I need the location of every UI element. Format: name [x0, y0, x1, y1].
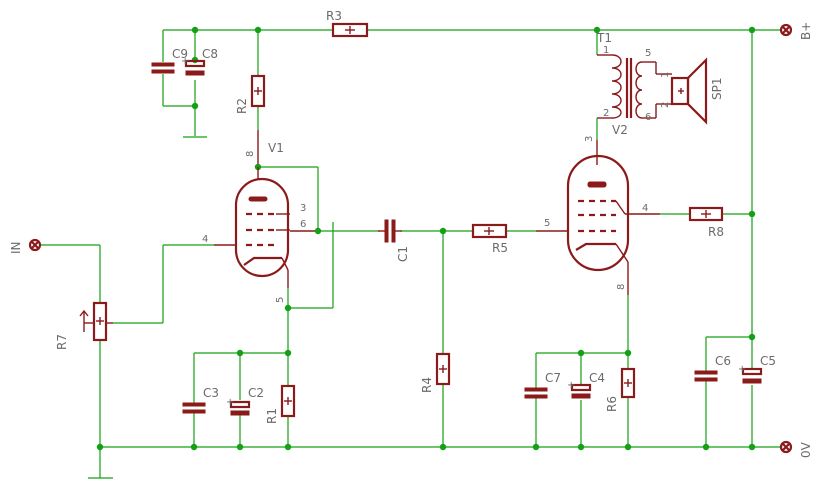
pin-v1-8: 8	[245, 151, 256, 157]
label-r3: R3	[326, 9, 342, 23]
resistor-r6[interactable]	[620, 367, 636, 399]
connector-bplus[interactable]	[779, 23, 793, 37]
connector-in[interactable]	[28, 238, 42, 252]
pin-v1-6: 6	[300, 219, 306, 230]
tube-v1[interactable]	[234, 167, 290, 278]
pin-v1-5: 5	[275, 297, 286, 303]
pin-t1-6: 6	[645, 112, 651, 123]
pin-t1-5: 5	[645, 48, 651, 59]
capacitor-c1[interactable]	[378, 219, 402, 243]
pin-t1-2: 2	[603, 108, 609, 119]
pin-numbers: 8 3 6 4 5 3 5 4 8 1 2 5 6 1 2	[202, 45, 671, 303]
label-r5: R5	[492, 241, 508, 255]
capacitor-c9[interactable]	[151, 62, 175, 74]
svg-text:+: +	[226, 397, 234, 408]
label-v1: V1	[268, 141, 284, 155]
pin-v2-4: 4	[642, 203, 648, 214]
connector-0v[interactable]	[779, 440, 793, 454]
label-c3: C3	[203, 386, 219, 400]
capacitor-c3[interactable]	[182, 402, 206, 414]
svg-text:+: +	[567, 380, 575, 391]
capacitor-c4[interactable]: +	[567, 380, 592, 399]
label-c9: C9	[172, 47, 188, 61]
pin-v1-3: 3	[300, 203, 306, 214]
label-c8: C8	[202, 47, 218, 61]
svg-text:+: +	[738, 364, 746, 375]
resistor-r3[interactable]	[331, 22, 369, 38]
capacitor-c5[interactable]: +	[738, 364, 763, 384]
transformer-t1[interactable]	[611, 54, 643, 119]
capacitor-c6[interactable]	[694, 370, 718, 382]
label-r8: R8	[708, 225, 724, 239]
label-r6: R6	[605, 396, 619, 412]
pin-v2-8: 8	[616, 284, 627, 290]
pin-v2-3: 3	[584, 136, 595, 142]
label-c2: C2	[248, 386, 264, 400]
speaker-sp1[interactable]	[670, 57, 708, 125]
label-r4: R4	[420, 377, 434, 393]
capacitor-c2[interactable]: +	[226, 397, 251, 416]
label-c5: C5	[760, 354, 776, 368]
capacitor-c8[interactable]: +	[181, 56, 206, 76]
label-0v: 0V	[799, 441, 813, 458]
pin-t1-1: 1	[603, 45, 609, 56]
label-r2: R2	[235, 98, 249, 114]
label-t1: T1	[596, 31, 612, 45]
label-r7: R7	[55, 334, 69, 350]
capacitor-c7[interactable]	[524, 387, 548, 399]
label-v2: V2	[612, 123, 628, 137]
label-c1: C1	[396, 246, 410, 262]
label-c4: C4	[589, 371, 605, 385]
wires	[41, 29, 780, 479]
tube-v2[interactable]	[566, 154, 630, 272]
resistor-r5[interactable]	[471, 223, 508, 239]
pin-v1-4: 4	[202, 234, 208, 245]
svg-text:+: +	[181, 56, 189, 67]
potentiometer-r7[interactable]	[79, 301, 113, 342]
resistor-r2[interactable]	[250, 74, 266, 108]
pin-sp-2: 2	[660, 102, 671, 108]
label-r1: R1	[265, 408, 279, 424]
labels: R3 C9 C8 R2 V1 C1 R5 R7 C3 C2 R1 R4 C7 C…	[9, 9, 813, 458]
pin-v2-5: 5	[544, 218, 550, 229]
label-bplus: B+	[799, 22, 813, 40]
resistor-r8[interactable]	[688, 206, 724, 222]
resistor-r4[interactable]	[435, 352, 451, 386]
label-c7: C7	[545, 371, 561, 385]
label-c6: C6	[715, 354, 731, 368]
label-sp1: SP1	[710, 78, 724, 101]
pin-sp-1: 1	[660, 72, 671, 78]
label-in: IN	[9, 241, 23, 254]
resistor-r1[interactable]	[280, 384, 296, 418]
